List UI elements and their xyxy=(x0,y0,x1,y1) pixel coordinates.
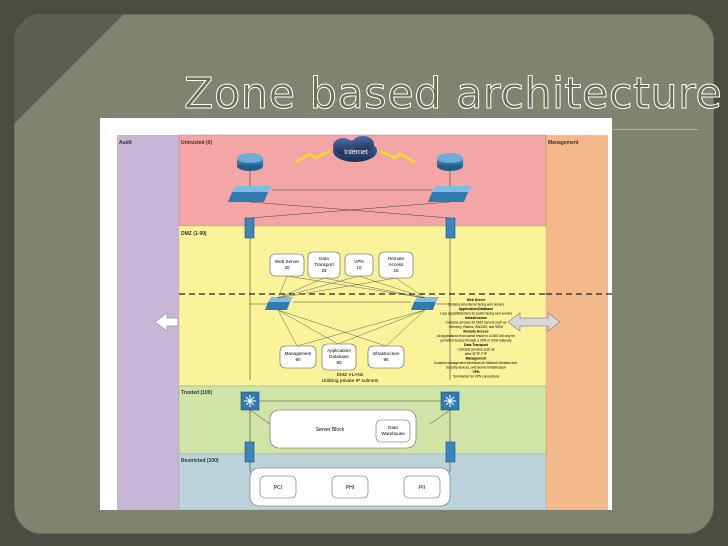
svg-text:Application/Database: Application/Database xyxy=(459,307,494,311)
firewall-restricted-right-icon xyxy=(445,441,456,463)
remote-access-node: Remote Access 15 xyxy=(378,251,414,279)
svg-text:Termination for VPN connection: Termination for VPN connections xyxy=(453,375,500,379)
svg-text:Data: Data xyxy=(319,256,329,261)
firewall-dmz-right-icon xyxy=(445,217,456,239)
management-label: Management xyxy=(548,140,579,146)
svg-text:80: 80 xyxy=(336,360,342,365)
svg-text:VPN: VPN xyxy=(473,370,481,374)
infrastructure-node: Infrastructure 95 xyxy=(367,345,405,369)
core-switch-left-icon xyxy=(240,391,260,411)
svg-text:Infrastructure: Infrastructure xyxy=(372,351,400,356)
pci-node xyxy=(259,475,297,499)
svg-text:Warehouse: Warehouse xyxy=(381,431,405,436)
vpn-node: VPN 10 xyxy=(344,253,374,277)
svg-text:permitted access through a VPN: permitted access through a VPN or Citrix… xyxy=(440,339,512,343)
svg-text:Data: Data xyxy=(388,425,398,430)
svg-text:Database: Database xyxy=(329,354,349,359)
link xyxy=(429,409,451,425)
svg-text:Remote: Remote xyxy=(388,256,405,261)
dmz-vlans-label: DMZ VLANs xyxy=(337,372,364,378)
firewall-dmz-left-icon xyxy=(244,217,255,239)
lightning-left-icon xyxy=(295,149,331,164)
svg-text:PCI: PCI xyxy=(274,485,282,491)
svg-text:PHI: PHI xyxy=(346,485,354,491)
slide-corner-decoration xyxy=(14,14,124,124)
link xyxy=(249,409,271,425)
server-block: Server Block Data Warehouse xyxy=(269,409,417,449)
phi-node xyxy=(331,475,369,499)
server-block-label: Server Block xyxy=(316,427,345,433)
firewall-restricted-left-icon xyxy=(244,441,255,463)
svg-text:All applications that cannot r: All applications that cannot reside in a… xyxy=(437,334,515,338)
audit-label: Audit xyxy=(119,140,132,146)
dmz-legend: Web Server Contains all external facing … xyxy=(434,298,518,379)
switch-top-left-icon xyxy=(228,186,272,202)
svg-text:Infrastructure: Infrastructure xyxy=(465,316,487,320)
management-bidirectional-arrow-icon xyxy=(507,312,561,332)
svg-text:Directory, Radius, RADIUS, and: Directory, Radius, RADIUS, and SIEM xyxy=(449,325,503,329)
svg-text:Access: Access xyxy=(389,262,405,267)
data-warehouse-node xyxy=(375,419,411,443)
web-server-node: Web Server 20 xyxy=(269,253,305,277)
svg-text:Web Server: Web Server xyxy=(275,259,300,264)
svg-text:PII: PII xyxy=(419,485,425,491)
management-node: Management 90 xyxy=(279,345,317,369)
svg-text:95: 95 xyxy=(383,357,389,362)
svg-text:Contains all external facing w: Contains all external facing web servers xyxy=(448,303,505,307)
svg-text:90: 90 xyxy=(295,357,301,362)
svg-text:Contains services for DMZ serv: Contains services for DMZ servers such a… xyxy=(446,321,507,325)
switch-dmz-right-icon xyxy=(411,297,439,310)
dmz-zone xyxy=(178,225,547,387)
svg-text:Loop (AppDB)Section for public: Loop (AppDB)Section for public facing we… xyxy=(440,312,513,316)
link xyxy=(249,201,451,219)
svg-text:Web Server: Web Server xyxy=(467,298,486,302)
audit-arrow-icon xyxy=(154,312,179,332)
svg-text:VPN: VPN xyxy=(354,259,363,264)
svg-text:Management: Management xyxy=(285,351,313,356)
svg-text:25: 25 xyxy=(321,268,327,273)
untrusted-label: Untrusted (0) xyxy=(181,140,212,146)
zone-diagram-svg: Audit Management Untrusted (0) DMZ (1-99… xyxy=(100,118,612,510)
dmz-label: DMZ (1-99) xyxy=(181,231,207,237)
svg-text:Security devices, and Server i: Security devices, and Server infrastruct… xyxy=(446,366,506,370)
switch-top-right-icon xyxy=(428,186,472,202)
restricted-block: PCI PHI PII xyxy=(249,467,451,507)
svg-text:Transport: Transport xyxy=(314,262,334,267)
lightning-right-icon xyxy=(379,149,416,164)
slide-title: Zone based architecture xyxy=(184,69,723,120)
trusted-label: Trusted (100) xyxy=(181,390,212,396)
dmz-lower-mesh xyxy=(277,309,426,347)
svg-text:10: 10 xyxy=(356,265,362,270)
svg-text:Management: Management xyxy=(466,357,488,361)
svg-text:Data Transport: Data Transport xyxy=(464,343,489,347)
svg-text:Contains management interfaces: Contains management interfaces for Netwo… xyxy=(434,361,518,365)
svg-text:20: 20 xyxy=(284,265,290,270)
internet-label: Internet xyxy=(344,149,368,156)
restricted-label: Restricted (100) xyxy=(181,458,219,464)
application-database-node: Application/ Database 80 xyxy=(321,343,357,371)
zone-diagram: Audit Management Untrusted (0) DMZ (1-99… xyxy=(100,118,612,510)
svg-text:Contains services such as: Contains services such as xyxy=(457,348,494,352)
switch-dmz-left-icon xyxy=(265,297,293,310)
core-switch-right-icon xyxy=(440,391,460,411)
router-right-icon xyxy=(437,153,463,171)
dmz-upper-mesh xyxy=(277,275,426,299)
svg-text:Application/: Application/ xyxy=(327,348,351,353)
svg-text:Remote Access: Remote Access xyxy=(463,330,488,334)
dmz-vlans-sublabel: Utilizing private IP subnets xyxy=(322,378,379,384)
router-left-icon xyxy=(237,153,263,171)
internet-cloud-icon: Internet xyxy=(333,136,377,162)
data-transport-node: Data Transport 25 xyxy=(307,251,341,279)
svg-text:15: 15 xyxy=(393,268,399,273)
pii-node xyxy=(403,475,441,499)
svg-text:eBot SFTP FTP: eBot SFTP FTP xyxy=(465,352,487,356)
